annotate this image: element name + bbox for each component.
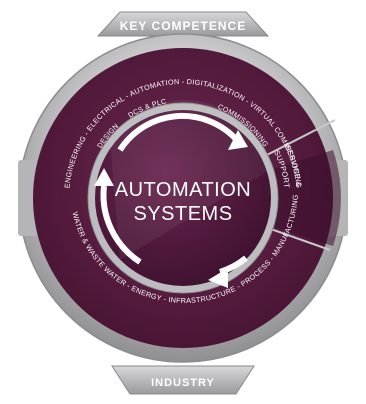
- arrowhead-left-icon: [94, 168, 114, 186]
- arrowhead-top-icon: [228, 130, 248, 150]
- center-title-line1: AUTOMATION: [115, 179, 251, 201]
- arrow-top-icon: [117, 112, 238, 152]
- center-title-line2: SYSTEMS: [133, 203, 232, 225]
- cycle-arrows: [94, 112, 248, 288]
- industry-tab: INDUSTRY: [151, 377, 215, 389]
- center-disc: [95, 99, 271, 286]
- key-competence-tab: KEY COMPETENCE: [120, 19, 246, 33]
- arrow-bottom-icon: [218, 255, 248, 275]
- arrow-left-icon: [100, 185, 142, 265]
- arrowhead-bottom-icon: [208, 268, 228, 288]
